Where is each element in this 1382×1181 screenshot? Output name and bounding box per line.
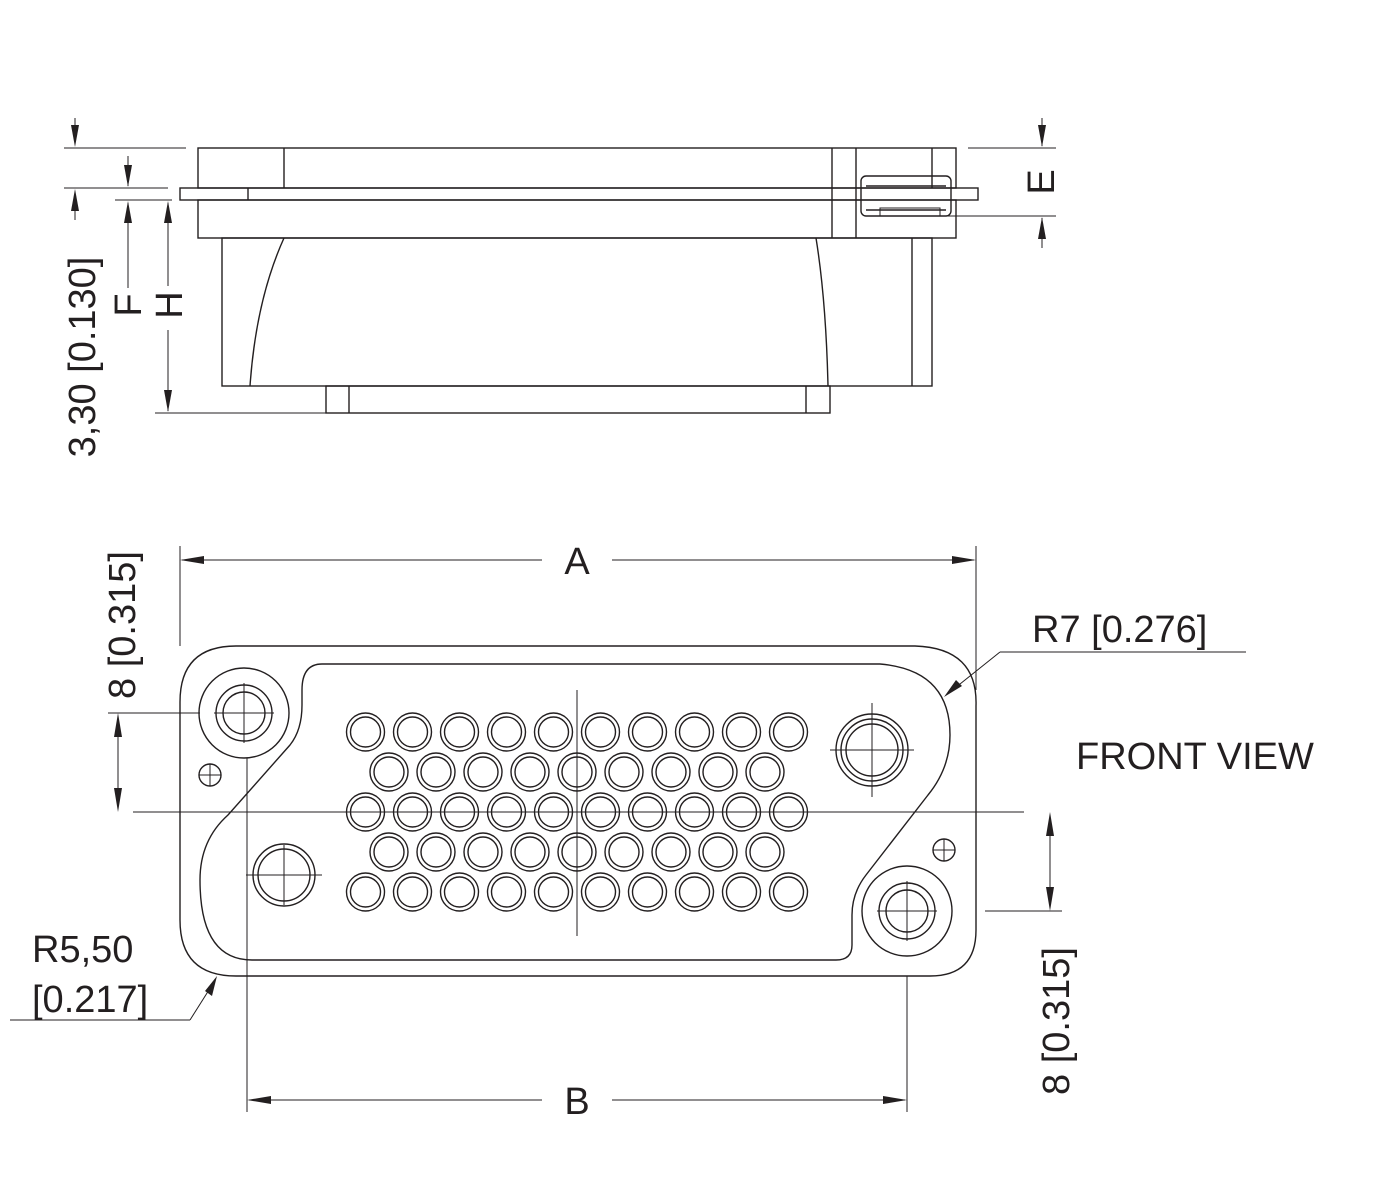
dim-r550-label-line2: [0.217]	[32, 979, 148, 1021]
dim-side-height-label: 3,30 [0.130]	[62, 257, 104, 458]
contact-cavity	[369, 752, 409, 792]
contact-cavity	[745, 752, 785, 792]
front-inner-insert	[199, 663, 951, 961]
side-flange	[179, 187, 979, 201]
contact-cavity	[369, 832, 409, 872]
contact-cavity	[651, 752, 691, 792]
dim-left-offset-label: 8 [0.315]	[102, 551, 144, 699]
side-taper-right	[815, 237, 829, 387]
dim-r7-label: R7 [0.276]	[1032, 609, 1207, 651]
dim-e-label: E	[1021, 169, 1063, 194]
contact-cavity	[416, 752, 456, 792]
contact-cavity	[721, 872, 762, 912]
contact-cavity	[768, 872, 809, 912]
jackscrew-left	[246, 843, 322, 907]
contact-cavity	[486, 792, 527, 832]
side-view: E F H 3,30 [0.130]	[62, 118, 1063, 457]
side-top-housing	[197, 147, 957, 189]
contact-cavity	[533, 792, 574, 832]
side-lower-housing	[197, 199, 957, 239]
contact-grid	[345, 712, 809, 912]
polarizing-mark-right	[932, 838, 956, 862]
contact-cavity	[604, 832, 644, 872]
contact-cavity	[439, 712, 480, 752]
front-outer-shell	[179, 645, 977, 977]
contact-cavity	[580, 712, 621, 752]
mounting-hole-bottom-right	[861, 865, 953, 957]
contact-cavity	[463, 752, 503, 792]
contact-cavity	[345, 792, 386, 832]
contact-cavity	[486, 712, 527, 752]
contact-cavity	[557, 832, 597, 872]
contact-cavity	[604, 752, 644, 792]
contact-cavity	[392, 792, 433, 832]
dim-f-label: F	[108, 293, 150, 316]
contact-cavity	[533, 872, 574, 912]
contact-cavity	[768, 712, 809, 752]
dim-b-label: B	[564, 1081, 589, 1123]
contact-cavity	[651, 832, 691, 872]
contact-cavity	[510, 832, 550, 872]
contact-cavity	[416, 832, 456, 872]
front-view: A B 8 [0.315] 8 [0.315] R7 [0.276] R5,50…	[10, 541, 1314, 1123]
contact-cavity	[392, 872, 433, 912]
contact-cavity	[580, 792, 621, 832]
dim-a-label: A	[564, 541, 590, 583]
contact-cavity	[392, 712, 433, 752]
contact-cavity	[674, 792, 715, 832]
contact-cavity	[439, 872, 480, 912]
contact-cavity	[580, 872, 621, 912]
contact-cavity	[557, 752, 597, 792]
contact-cavity	[510, 752, 550, 792]
dim-r550-label-line1: R5,50	[32, 929, 133, 971]
contact-cavity	[627, 712, 668, 752]
contact-cavity	[698, 752, 738, 792]
contact-cavity	[627, 872, 668, 912]
contact-cavity	[345, 712, 386, 752]
contact-cavity	[345, 872, 386, 912]
side-body	[221, 237, 933, 387]
contact-cavity	[439, 792, 480, 832]
contact-cavity	[674, 712, 715, 752]
side-taper-left	[249, 237, 285, 387]
contact-cavity	[721, 712, 762, 752]
side-bottom-insert	[325, 385, 831, 414]
contact-cavity	[463, 832, 503, 872]
dim-h-label: H	[149, 291, 191, 318]
contact-cavity	[745, 832, 785, 872]
polarizing-mark-left	[198, 763, 222, 787]
contact-cavity	[627, 792, 668, 832]
contact-cavity	[486, 872, 527, 912]
contact-cavity	[698, 832, 738, 872]
jackscrew-right	[830, 703, 914, 797]
front-view-title: FRONT VIEW	[1076, 736, 1314, 778]
contact-cavity	[768, 792, 809, 832]
mounting-hole-top-left	[198, 667, 290, 759]
dim-right-offset-label: 8 [0.315]	[1036, 947, 1078, 1095]
contact-cavity	[674, 872, 715, 912]
contact-cavity	[533, 712, 574, 752]
contact-cavity	[721, 792, 762, 832]
